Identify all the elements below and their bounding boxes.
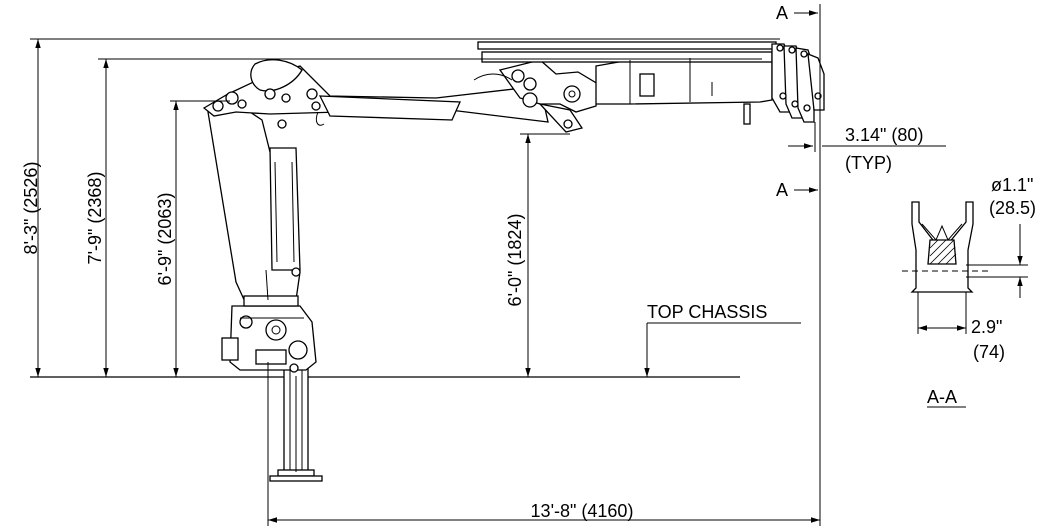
section-mark-bottom: A	[776, 180, 788, 200]
crane-body	[202, 41, 825, 482]
label-pivot-height: 6'-9" (2063)	[155, 193, 175, 286]
label-boom-clearance: 6'-0" (1824)	[505, 214, 525, 307]
dim-overall-height: 8'-3" (2526)	[21, 38, 780, 377]
top-chassis-callout: TOP CHASSIS	[644, 302, 801, 377]
boom-linkage	[473, 59, 599, 133]
label-reach: 13'-8" (4160)	[531, 501, 634, 521]
dim-boom-clearance: 6'-0" (1824)	[505, 133, 570, 377]
label-overall-height: 8'-3" (2526)	[21, 162, 41, 255]
dim-reach: 13'-8" (4160)	[267, 362, 820, 526]
inner-boom	[202, 59, 549, 126]
stabilizer-leg	[269, 361, 323, 482]
dim-boom-height: 7'-9" (2368)	[85, 58, 762, 377]
crane-column	[207, 103, 301, 307]
section-title: A-A	[927, 387, 957, 407]
label-section-diameter: ø1.1"	[991, 175, 1033, 195]
label-boom-height: 7'-9" (2368)	[85, 172, 105, 265]
dim-tip-offset: 3.14" (80) (TYP)	[788, 122, 946, 173]
label-section-width-mm: (74)	[973, 342, 1005, 362]
section-view: ø1.1" (28.5) 2.9" (74) A-A	[902, 175, 1036, 408]
boom-tip	[771, 43, 825, 123]
section-hatch	[927, 239, 957, 265]
label-tip-offset: 3.14" (80)	[845, 125, 923, 145]
label-section-width: 2.9"	[971, 317, 1002, 337]
base-housing	[221, 305, 317, 373]
section-mark-top: A	[776, 3, 788, 23]
section-line-a: A A	[776, 3, 821, 526]
dim-pivot-height: 6'-9" (2063)	[155, 100, 230, 377]
label-top-chassis: TOP CHASSIS	[647, 302, 767, 322]
label-section-diameter-mm: (28.5)	[989, 198, 1036, 218]
label-tip-offset-note: (TYP)	[845, 153, 892, 173]
